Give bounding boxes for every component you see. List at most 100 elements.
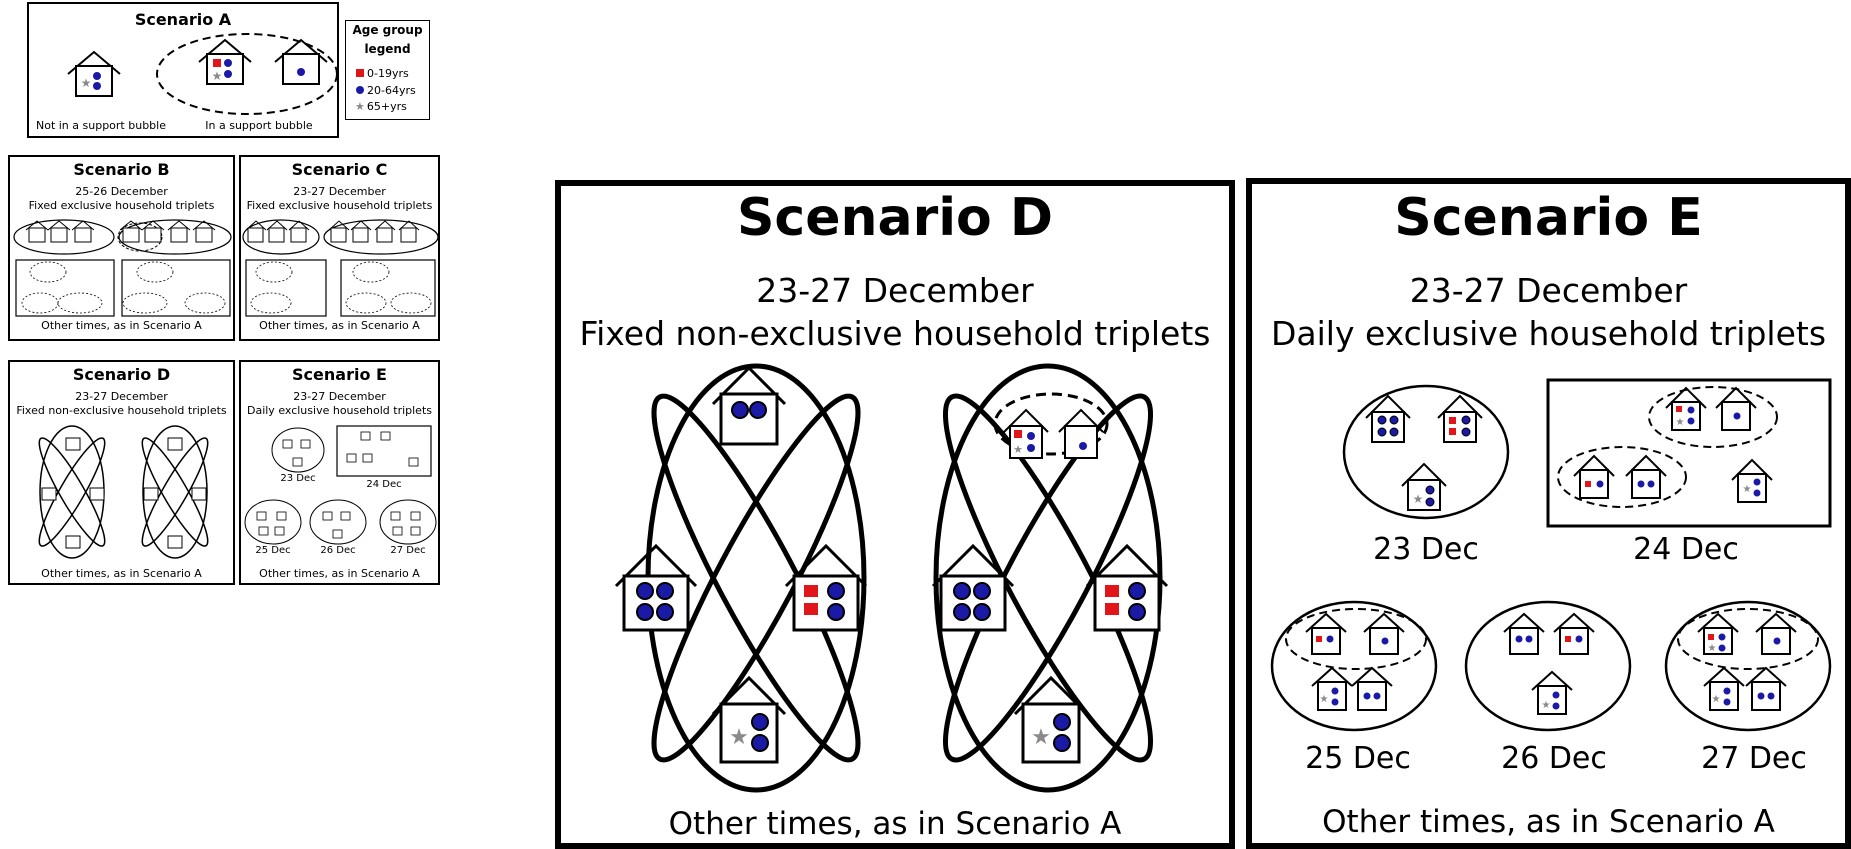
scenario-d-small-title: Scenario D [72, 365, 171, 384]
scenario-d-dates: 23-27 December [756, 271, 1034, 310]
scenario-b-footer: Other times, as in Scenario A [41, 319, 202, 332]
support-bubble [156, 33, 338, 115]
scenario-e-small-title: Scenario E [292, 365, 387, 384]
house-icon: ★ [1003, 408, 1049, 459]
day-label-24-small: 24 Dec [366, 479, 402, 490]
grey-star-icon: ★ [355, 100, 365, 113]
svg-text:★: ★ [729, 725, 749, 750]
support-bubble [1285, 608, 1427, 670]
scenario-a-title: Scenario A [134, 10, 232, 29]
legend-item-label: 20-64yrs [367, 84, 416, 97]
scenario-e-small-diagram [244, 425, 437, 545]
house-icon [274, 38, 328, 85]
house-icon: ★ [1013, 675, 1089, 764]
scenario-d-small-panel: Scenario D 23-27 December Fixed non-excl… [8, 360, 235, 585]
scenario-a-houses: ★ ★ [67, 33, 338, 115]
support-bubble [651, 393, 861, 763]
support-bubble [942, 393, 1154, 763]
svg-text:★: ★ [1743, 484, 1752, 495]
scenario-e-small-panel: Scenario E 23-27 December Daily exclusiv… [239, 360, 440, 585]
house-icon: ★ [1665, 386, 1707, 431]
svg-text:★: ★ [212, 69, 223, 83]
house-icon [1715, 386, 1757, 431]
scenario-b-title: Scenario B [73, 160, 170, 179]
svg-text:★: ★ [1013, 443, 1023, 456]
house-icon [1625, 454, 1667, 499]
scenario-b-panel: Scenario B 25-26 December Fixed exclusiv… [8, 155, 235, 341]
scenario-b-dates: 25-26 December [75, 185, 168, 198]
svg-text:★: ★ [1708, 643, 1717, 654]
age-group-legend: Age group legend 0-19yrs 20-64yrs ★65+yr… [345, 20, 430, 120]
scenario-a-panel: Scenario A ★ ★ Not in a support bubble I… [27, 2, 339, 138]
house-icon [1365, 394, 1411, 443]
day-label-24: 24 Dec [1633, 532, 1739, 567]
scenario-e-desc: Daily exclusive household triplets [1270, 314, 1827, 353]
legend-item-label: 0-19yrs [367, 67, 409, 80]
day-box [1546, 378, 1832, 528]
legend-item: ★65+yrs [355, 100, 407, 113]
scenario-d-small-footer: Other times, as in Scenario A [41, 567, 202, 580]
day-label-25: 25 Dec [1305, 741, 1411, 776]
support-bubble [1557, 446, 1687, 508]
in-bubble-label: In a support bubble [205, 119, 313, 132]
scenario-c-panel: Scenario C 23-27 December Fixed exclusiv… [239, 155, 440, 341]
house-icon [711, 365, 787, 446]
scenario-d-small-diagram [38, 425, 209, 559]
scenario-e-dates: 23-27 December [1409, 271, 1688, 310]
scenario-e-small-dates: 23-27 December [293, 390, 386, 403]
house-icon [1573, 454, 1615, 499]
scenario-c-diagram [242, 219, 439, 317]
house-icon [931, 543, 1015, 632]
day-label-26-small: 26 Dec [320, 545, 356, 556]
day-label-27: 27 Dec [1701, 741, 1807, 776]
house-icon [1058, 408, 1104, 459]
legend-title-line1: Age group [352, 23, 423, 37]
scenario-e-diagram: ★ ★ [1270, 378, 1832, 732]
scenario-d-footer: Other times, as in Scenario A [668, 806, 1122, 842]
scenario-c-desc: Fixed exclusive household triplets [246, 199, 433, 212]
svg-text:★: ★ [1542, 700, 1551, 711]
scenario-e-small-desc: Daily exclusive household triplets [246, 404, 432, 417]
house-icon: ★ [711, 675, 787, 764]
support-bubble [651, 393, 861, 763]
legend-item-label: 65+yrs [366, 100, 407, 113]
support-bubble [1664, 600, 1832, 732]
support-bubble [993, 392, 1109, 456]
scenario-d-small-dates: 23-27 December [75, 390, 168, 403]
house-icon: ★ [198, 38, 252, 85]
not-in-bubble-label: Not in a support bubble [35, 119, 166, 132]
support-bubble [942, 393, 1154, 763]
scenario-c-footer: Other times, as in Scenario A [259, 319, 420, 332]
day-label-27-small: 27 Dec [390, 545, 426, 556]
house-icon [1437, 394, 1483, 443]
svg-text:★: ★ [1413, 492, 1424, 506]
svg-text:★: ★ [1320, 694, 1329, 705]
svg-text:★: ★ [81, 76, 92, 90]
scenario-e-title: Scenario E [1394, 188, 1703, 248]
scenario-e-panel: Scenario E 23-27 December Daily exclusiv… [1246, 178, 1851, 849]
scenario-d-small-desc: Fixed non-exclusive household triplets [16, 404, 227, 417]
house-icon: ★ [1401, 462, 1447, 511]
legend-title-line2: legend [364, 42, 411, 56]
scenario-d-diagram: ★ ★ ★ [614, 363, 1169, 793]
scenario-d-panel: Scenario D 23-27 December Fixed non-excl… [555, 180, 1235, 849]
red-square-icon [356, 69, 364, 77]
house-icon [614, 543, 698, 632]
day-label-26: 26 Dec [1501, 741, 1607, 776]
svg-text:★: ★ [1712, 694, 1721, 705]
support-bubble [1464, 600, 1632, 732]
scenario-d-title: Scenario D [736, 188, 1054, 248]
svg-text:★: ★ [1031, 725, 1051, 750]
scenario-b-desc: Fixed exclusive household triplets [28, 199, 215, 212]
house-icon [1085, 543, 1169, 632]
support-bubble [1270, 600, 1438, 732]
house-icon [784, 543, 868, 632]
scenario-e-small-footer: Other times, as in Scenario A [259, 567, 420, 580]
svg-text:★: ★ [1676, 417, 1685, 428]
day-label-25-small: 25 Dec [255, 545, 291, 556]
scenario-c-title: Scenario C [291, 160, 388, 179]
legend-item: 0-19yrs [356, 67, 409, 80]
support-bubble [1648, 386, 1778, 448]
blue-circle-icon [356, 86, 364, 94]
day-label-23-small: 23 Dec [280, 473, 316, 484]
